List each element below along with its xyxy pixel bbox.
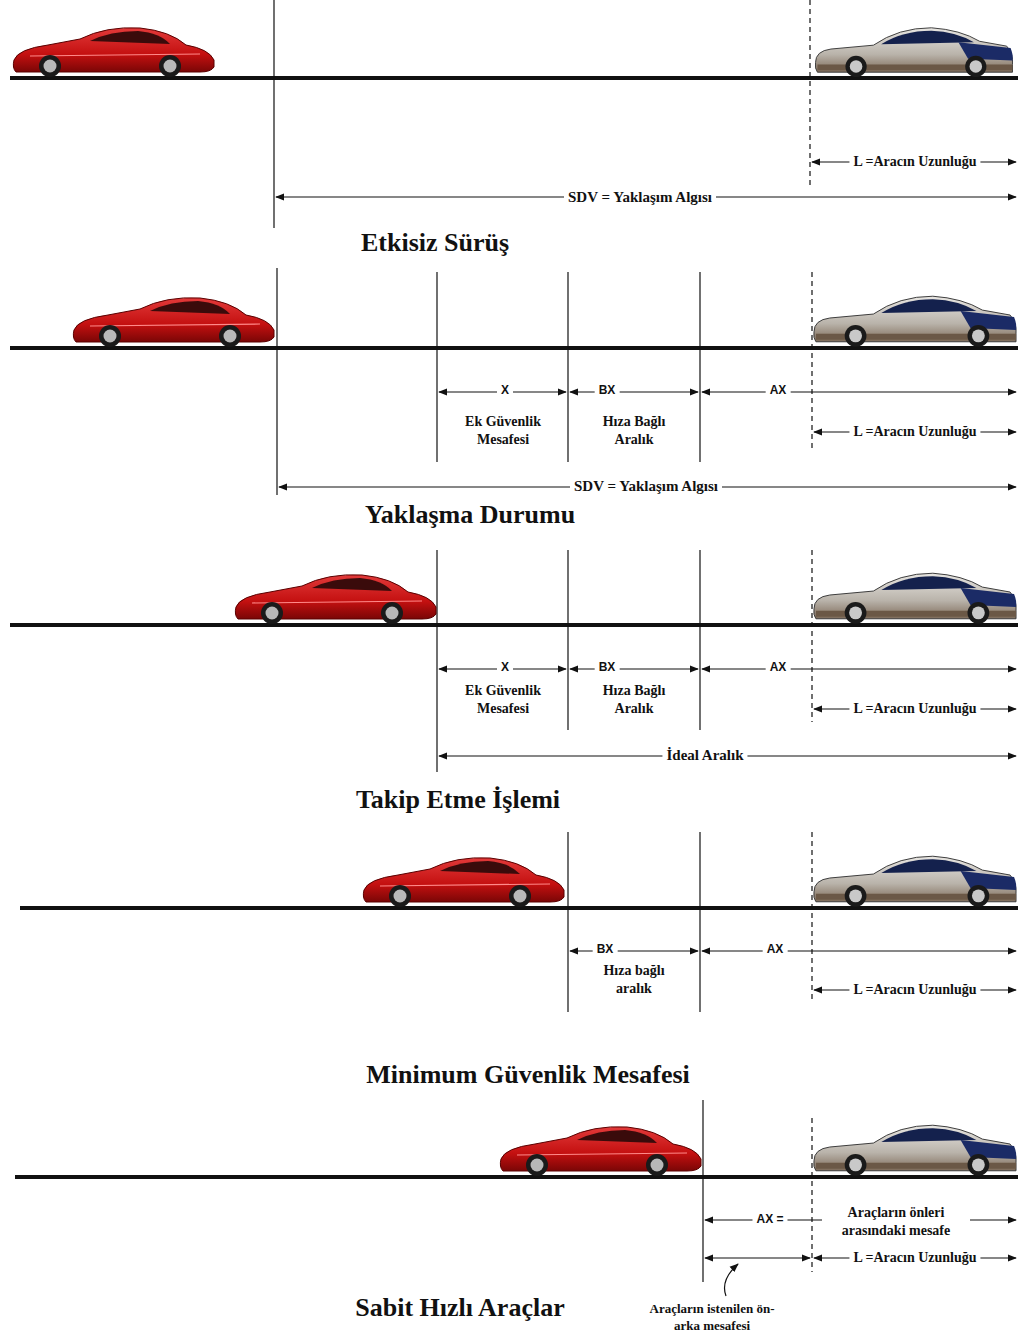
dimension-label: SDV = Yaklaşım Algısı: [564, 188, 716, 208]
road: [10, 346, 1018, 350]
dimension-label: Hıza Bağlı Aralık: [585, 413, 683, 449]
boundary-line: [699, 550, 700, 730]
boundary-line: [567, 550, 568, 730]
symbol-label: AX =: [752, 1212, 787, 1228]
boundary-line: [436, 550, 437, 772]
boundary-line: [567, 832, 568, 1012]
red-car: [500, 1127, 701, 1176]
dimension-label: Hıza bağlı aralık: [588, 962, 680, 998]
dimension-arrow: [702, 391, 1016, 392]
leading-car: [814, 296, 1017, 347]
boundary-line: [567, 272, 568, 462]
road: [15, 1175, 1018, 1179]
dimension-label: Hıza Bağlı Aralık: [585, 682, 683, 718]
vehicle-rear-line: [811, 832, 812, 1002]
dimension-label: L =Aracın Uzunluğu: [849, 423, 980, 441]
red-car: [73, 298, 274, 347]
road: [10, 76, 1018, 80]
boundary-line: [273, 0, 274, 228]
road: [10, 623, 1018, 627]
dimension-label: İdeal Aralık: [662, 746, 747, 766]
dimension-arrow: [705, 1257, 810, 1258]
dimension-arrow: [570, 391, 698, 392]
vehicle-rear-line: [811, 1118, 812, 1272]
panel-title: Yaklaşma Durumu: [361, 498, 579, 532]
boundary-line: [436, 272, 437, 462]
symbol-label: X: [497, 383, 513, 399]
panel-title: Takip Etme İşlemi: [352, 783, 564, 817]
leader-line: [725, 1264, 739, 1296]
dimension-label: L =Aracın Uzunluğu: [849, 700, 980, 718]
dimension-label: Araçların önleri arasındaki mesafe: [822, 1204, 970, 1240]
panel-title: Etkisiz Sürüş: [357, 226, 513, 260]
panel-4: [20, 832, 1018, 1012]
symbol-label: BX: [595, 383, 620, 399]
vehicle-rear-line: [811, 272, 812, 450]
panel-1: [10, 0, 1018, 228]
boundary-line: [699, 832, 700, 1012]
symbol-label: X: [497, 660, 513, 676]
dimension-label: L =Aracın Uzunluğu: [849, 1249, 980, 1267]
dimension-label: Ek Güvenlik Mesafesi: [451, 682, 555, 718]
dimension-arrow: [702, 950, 1016, 951]
vehicle-rear-line: [811, 550, 812, 722]
dimension-label: Ek Güvenlik Mesafesi: [451, 413, 555, 449]
note-label: Araçların istenilen ön-arka mesafesi: [633, 1301, 791, 1335]
panel-3: [10, 550, 1018, 772]
leading-car: [814, 573, 1017, 624]
leading-car: [814, 856, 1017, 907]
leading-car: [815, 28, 1012, 77]
dimension-arrow: [570, 950, 698, 951]
symbol-label: BX: [595, 660, 620, 676]
panel-2: [10, 268, 1018, 495]
symbol-label: AX: [763, 942, 788, 958]
red-car: [235, 575, 436, 624]
dimension-label: L =Aracın Uzunluğu: [849, 153, 980, 171]
dimension-arrow: [570, 668, 698, 669]
boundary-line: [699, 272, 700, 462]
dimension-label: L =Aracın Uzunluğu: [849, 981, 980, 999]
red-car: [13, 28, 214, 77]
panel-title: Sabit Hızlı Araçlar: [351, 1291, 568, 1325]
panel-5: [15, 1100, 1018, 1296]
symbol-label: BX: [593, 942, 618, 958]
symbol-label: AX: [766, 660, 791, 676]
symbol-label: AX: [766, 383, 791, 399]
boundary-line: [276, 268, 277, 495]
dimension-arrow: [702, 668, 1016, 669]
boundary-line: [702, 1100, 703, 1282]
panel-title: Minimum Güvenlik Mesafesi: [362, 1058, 694, 1092]
leading-car: [814, 1125, 1017, 1176]
dimension-label: SDV = Yaklaşım Algısı: [570, 477, 722, 497]
red-car: [363, 858, 564, 907]
vehicle-rear-line: [809, 0, 810, 185]
